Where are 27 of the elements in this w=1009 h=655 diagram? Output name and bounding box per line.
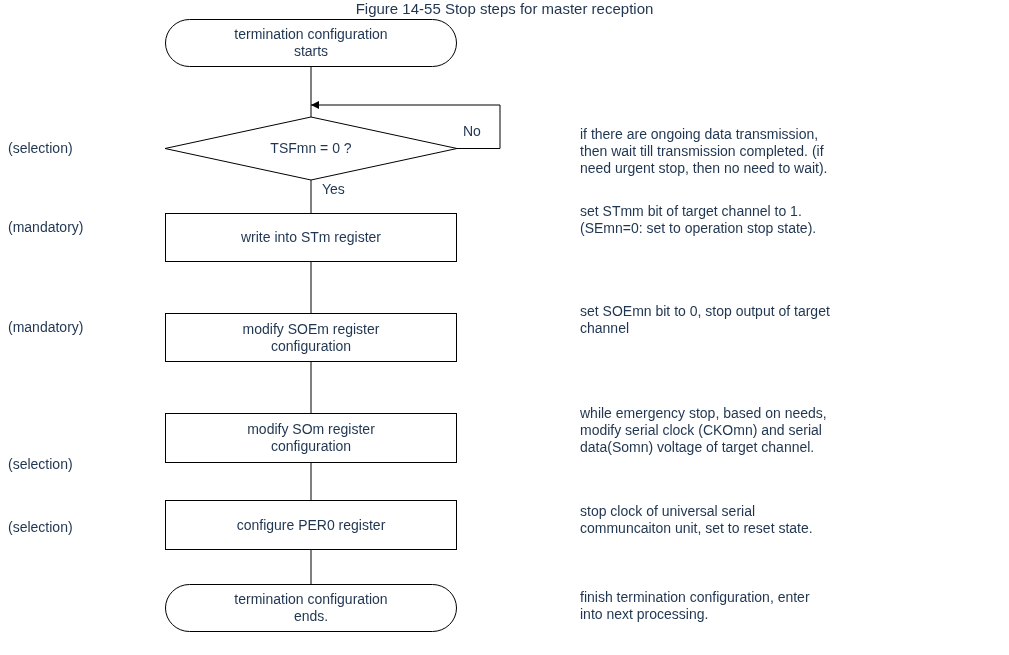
step-note: set SOEmn bit to 0, stop output of target channel: [580, 303, 831, 337]
connector-line: [310, 361, 312, 414]
figure-title: Figure 14-55 Stop steps for master reception: [354, 0, 655, 17]
step-note: set STmm bit of target channel to 1. (SEmn=0: set to operation stop state).: [580, 203, 818, 237]
step-type-label: (selection): [8, 140, 73, 157]
arrow: [310, 101, 501, 149]
connector-line: [310, 462, 312, 501]
terminal-text: termination configuration ends.: [233, 591, 389, 625]
connector-line: [310, 261, 312, 314]
step-type-label: (selection): [8, 456, 73, 473]
connector-line: [310, 66, 312, 118]
step-note: if there are ongoing data transmission, then wait till transmission completed. (if need urgent stop, then no need to wait).: [580, 126, 829, 177]
step-type-label: (mandatory): [8, 219, 84, 236]
edge-label: Yes: [321, 181, 346, 197]
connector-line: [310, 179, 312, 214]
decision-text: TSFmn = 0 ?: [270, 140, 352, 157]
connector-line: [310, 549, 312, 585]
process-text: write into STm register: [240, 229, 381, 246]
step-note: while emergency stop, based on needs, modify serial clock (CKOmn) and serial data(Somn) voltage of target channel.: [580, 405, 828, 456]
step-note: finish termination configuration, enter into next processing.: [580, 589, 811, 623]
terminal-text: termination configuration starts: [233, 26, 389, 60]
process-text: modify SOEm register configuration: [241, 320, 381, 355]
process-text: configure PER0 register: [236, 516, 386, 534]
step-type-label: (selection): [8, 519, 73, 536]
step-type-label: (mandatory): [8, 319, 84, 336]
step-note: stop clock of universal serial communcaiton unit, set to reset state.: [580, 503, 814, 537]
process-text: modify SOm register configuration: [246, 421, 376, 455]
